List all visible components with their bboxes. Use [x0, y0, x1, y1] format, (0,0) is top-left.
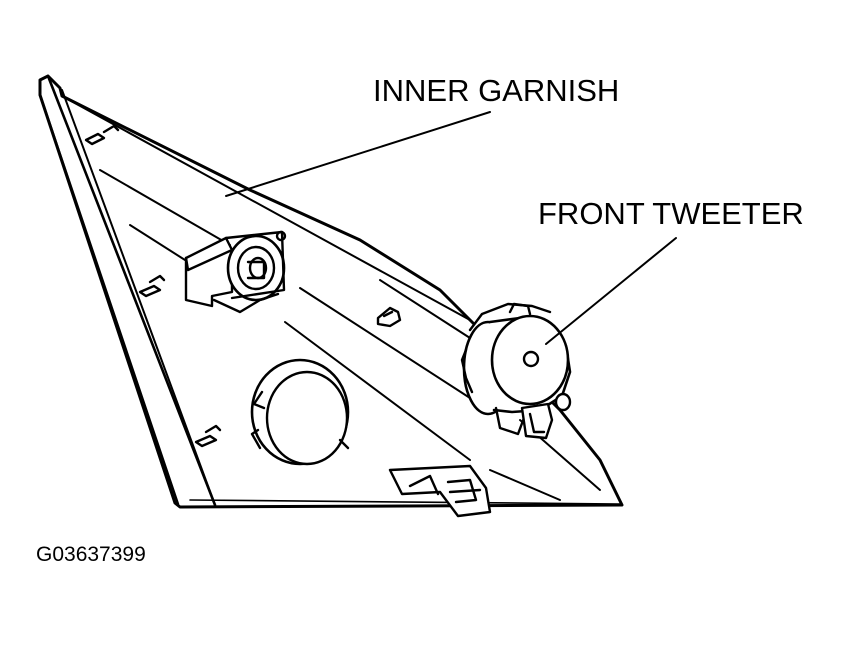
bottom-clip [388, 464, 492, 518]
leader-front-tweeter [545, 237, 677, 345]
front-tweeter-label: FRONT TWEETER [538, 196, 804, 231]
inner-garnish-label: INNER GARNISH [373, 73, 620, 108]
panel-ribs [99, 169, 601, 501]
leader-lines [225, 111, 677, 345]
leader-inner-garnish [225, 111, 491, 197]
retaining-hook [376, 306, 402, 328]
mirror-ring-opening [250, 358, 350, 466]
pillar-clips [84, 124, 222, 448]
figure-code: G03637399 [36, 543, 146, 566]
tweeter-mount-bracket [184, 230, 287, 314]
